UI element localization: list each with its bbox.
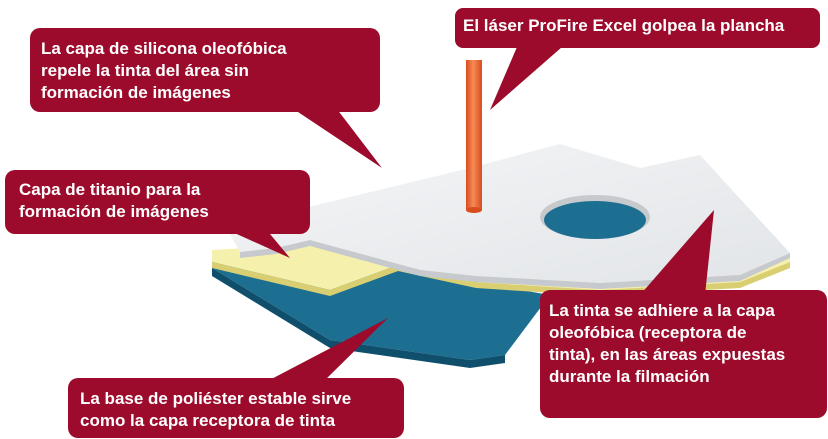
titanium-line-1: Capa de titanio para la: [19, 180, 201, 199]
silicone-callout-text: La capa de silicona oleofóbica repele la…: [41, 38, 287, 104]
laser-callout-text: El láser ProFire Excel golpea la plancha: [463, 15, 784, 37]
ink-line-4: durante la filmación: [549, 367, 710, 386]
exposed-hole: [540, 195, 650, 239]
ink-line-1: La tinta se adhiere a la capa: [549, 301, 775, 320]
silicone-line-1: La capa de silicona oleofóbica: [41, 39, 287, 58]
silicone-top-layer: [226, 144, 790, 289]
ink-callout-text: La tinta se adhiere a la capa oleofóbica…: [549, 300, 785, 388]
titanium-line-2: formación de imágenes: [19, 202, 209, 221]
polyester-line-1: La base de poliéster estable sirve: [80, 389, 352, 408]
callout-polyester: [68, 318, 404, 438]
callout-titanium: [5, 170, 310, 258]
callout-silicone: [30, 28, 382, 168]
laser-line-1: El láser ProFire Excel golpea la plancha: [463, 16, 785, 35]
silicone-line-2: repele la tinta del área sin: [41, 61, 249, 80]
polyester-callout-text: La base de poliéster estable sirve como …: [80, 388, 351, 432]
ink-line-3: tinta), en las áreas expuestas: [549, 345, 786, 364]
ink-line-2: oleofóbica (receptora de: [549, 323, 747, 342]
callout-ink: [540, 210, 827, 418]
silicone-line-3: formación de imágenes: [41, 83, 231, 102]
titanium-callout-text: Capa de titanio para la formación de imá…: [19, 179, 209, 223]
polyester-line-2: como la capa receptora de tinta: [80, 411, 336, 430]
callout-laser: [455, 8, 820, 110]
laser-beam: [466, 60, 482, 213]
